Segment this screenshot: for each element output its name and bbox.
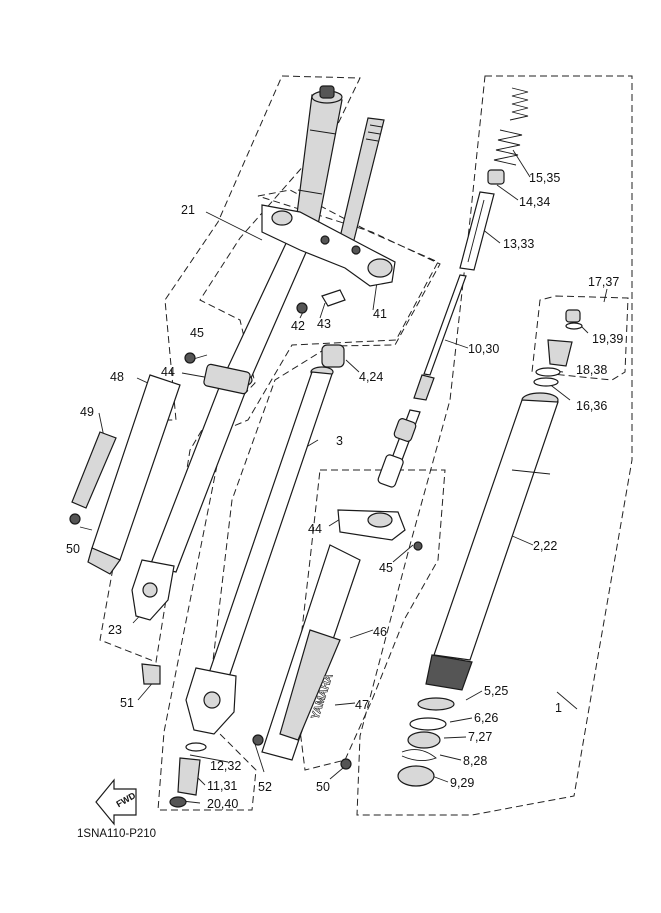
lower-clamp (337, 509, 423, 551)
callout-50-upper: 50 (66, 542, 80, 556)
callout-43: 43 (317, 317, 331, 331)
callout-47: 47 (355, 698, 369, 712)
callout-18-38: 18,38 (576, 363, 607, 377)
small-bolts-left (69, 289, 346, 525)
outer-tube-assembly-boundary (99, 75, 361, 663)
callout-16-36: 16,36 (576, 399, 607, 413)
bottom-parts-left (169, 734, 352, 808)
diagram-code: 1SNA110-P210 (77, 828, 156, 840)
fork-guard-left (87, 374, 181, 575)
callout-45-lower: 45 (379, 561, 393, 575)
callout-17-37: 17,37 (588, 275, 619, 289)
callout-21: 21 (181, 203, 195, 217)
callout-49: 49 (80, 405, 94, 419)
callout-48: 48 (110, 370, 124, 384)
callout-19-39: 19,39 (592, 332, 623, 346)
callout-12-32: 12,32 (210, 759, 241, 773)
center-fork-guard (261, 544, 361, 761)
damper-kit-boundary (531, 295, 629, 381)
callout-44-upper: 44 (161, 365, 175, 379)
callout-2-22: 2,22 (533, 539, 557, 553)
callout-44-lower: 44 (308, 522, 322, 536)
damper-rod (377, 274, 467, 488)
callout-14-34: 14,34 (519, 195, 550, 209)
callout-51: 51 (120, 696, 134, 710)
inner-tube-assembly-boundary (356, 75, 633, 816)
callout-11-31: 11,31 (207, 779, 237, 793)
upper-bracket (261, 204, 396, 287)
callout-4-24: 4,24 (359, 370, 383, 384)
guard-plate (71, 431, 117, 509)
callout-52: 52 (258, 780, 272, 794)
callout-23: 23 (108, 623, 122, 637)
callout-3: 3 (336, 434, 343, 448)
seal-stack (397, 697, 455, 787)
callout-41: 41 (373, 307, 387, 321)
callout-10-30: 10,30 (468, 342, 499, 356)
spring-seat (487, 169, 505, 185)
callout-6-26: 6,26 (474, 711, 498, 725)
callout-labels: 1 2,22 3 4,24 5,25 6,26 7,27 8,28 9,29 1… (66, 171, 623, 811)
forward-direction-arrow: FWD (95, 778, 138, 826)
handlebar-crown-boundary (157, 189, 441, 811)
lower-guard-boundary (294, 469, 446, 771)
callout-8-28: 8,28 (463, 754, 487, 768)
callout-42: 42 (291, 319, 305, 333)
damper-kit (533, 309, 583, 387)
spring-guide (459, 191, 495, 271)
callout-9-29: 9,29 (450, 776, 474, 790)
callout-7-27: 7,27 (468, 730, 492, 744)
center-axle-holder (141, 663, 237, 735)
left-axle-holder (131, 559, 175, 621)
callout-5-25: 5,25 (484, 684, 508, 698)
callout-45-upper: 45 (190, 326, 204, 340)
callout-1: 1 (555, 701, 562, 715)
callout-15-35: 15,35 (529, 171, 560, 185)
inner-tube (425, 392, 559, 691)
callout-50-lower: 50 (316, 780, 330, 794)
callout-46: 46 (373, 625, 387, 639)
callout-13-33: 13,33 (503, 237, 534, 251)
fork-spring (493, 87, 529, 166)
callout-20-40: 20,40 (207, 797, 238, 811)
left-outer-tube-lower (149, 363, 253, 573)
